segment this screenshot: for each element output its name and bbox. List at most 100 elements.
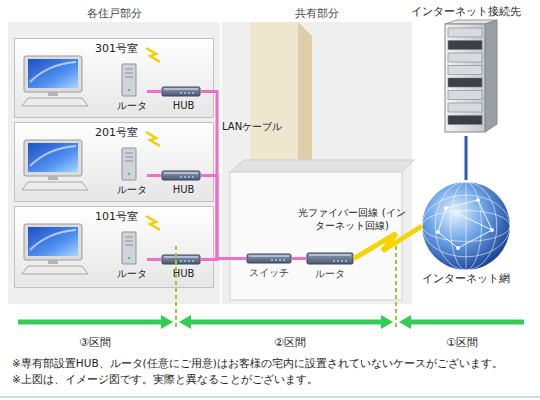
- router-device: ルータ: [111, 231, 147, 279]
- fiber-line: [354, 226, 422, 259]
- pc-illustration: [22, 132, 160, 190]
- server-rack: インターネット接続先: [409, 4, 523, 136]
- room-box: 301号室ルータHUB: [14, 38, 214, 118]
- internet-globe: インターネット網: [420, 180, 512, 292]
- area-heading: 101号室: [15, 207, 213, 223]
- device-led: [333, 260, 335, 262]
- device-led: [180, 260, 182, 262]
- device-highlight: [249, 255, 289, 257]
- device-led: [192, 176, 194, 178]
- device-body: [247, 254, 291, 263]
- device-led: [184, 92, 186, 94]
- section-label: ③区間: [55, 336, 135, 350]
- network-point: [456, 246, 460, 250]
- globe-meridian: [435, 182, 497, 270]
- lan-cable: [201, 92, 246, 259]
- rack-unit: [448, 116, 482, 125]
- device-highlight: [164, 256, 198, 258]
- area-band: 共有部分スイッチルータ: [222, 4, 412, 304]
- hub-device: HUB: [161, 85, 201, 113]
- network-lines: [438, 200, 492, 248]
- room-box: 101号室ルータ HUB: [14, 206, 214, 288]
- device-slot: [125, 161, 133, 162]
- section-bar: [409, 320, 524, 325]
- device-highlight: [164, 172, 198, 174]
- rack-unit: [448, 103, 482, 112]
- switch-device-shape: [246, 252, 292, 264]
- hub-device-shape: [161, 169, 201, 181]
- device-led: [184, 260, 186, 262]
- router-device-shape: [111, 147, 147, 181]
- device-body: [307, 253, 353, 264]
- section-arrowhead: [399, 315, 411, 329]
- network-point: [476, 198, 480, 202]
- device-label: インターネット網: [420, 272, 512, 285]
- lan-cable: [292, 257, 306, 260]
- lan-cable: [201, 176, 246, 259]
- router-device-shape: [306, 251, 354, 265]
- device-led: [283, 259, 285, 261]
- device-label: インターネット接続先: [409, 4, 523, 18]
- rack-unit: [448, 28, 482, 37]
- device-body: [162, 255, 200, 264]
- device-body: [162, 87, 200, 96]
- device-slot: [125, 77, 133, 78]
- shared-room: [230, 172, 402, 300]
- device-label: HUB: [161, 181, 201, 196]
- device-led: [279, 259, 281, 261]
- rack-unit: [448, 66, 482, 75]
- router-device: ルータ: [306, 251, 354, 283]
- router-device-shape: [111, 231, 147, 265]
- device-led: [188, 260, 190, 262]
- building-slab-side: [298, 22, 312, 172]
- device-led: [275, 259, 277, 261]
- network-point: [444, 206, 448, 210]
- rack-front: [445, 24, 485, 132]
- line-label: 光ファイバー回線 (インターネット回線): [296, 206, 408, 232]
- device-label: HUB: [161, 265, 201, 280]
- section-arrowhead: [381, 315, 393, 329]
- router-device: ルータ: [111, 63, 147, 111]
- rack-unit: [448, 91, 482, 100]
- device-led: [192, 260, 194, 262]
- room-box: 201号室ルータ HUB: [14, 122, 214, 202]
- hub-device-shape: [161, 85, 201, 97]
- area-heading: 201号室: [15, 123, 213, 139]
- rack-unit: [448, 41, 482, 50]
- device-body: [122, 232, 136, 264]
- section-bar: [18, 320, 163, 325]
- area-panel: [8, 22, 220, 304]
- device-slot: [125, 241, 133, 242]
- rack-side: [485, 20, 497, 132]
- device-label: ルータ: [306, 265, 354, 280]
- router-device: ルータ: [111, 147, 147, 195]
- section-label: ②区間: [250, 336, 330, 350]
- building-roof: [230, 160, 414, 172]
- lan-cable: [147, 258, 161, 261]
- device-label: ルータ: [111, 97, 147, 112]
- building-slab: [250, 22, 298, 172]
- device-led: [128, 89, 130, 91]
- device-led: [341, 260, 343, 262]
- device-led: [128, 257, 130, 259]
- section-arrowhead: [179, 315, 191, 329]
- device-led: [188, 92, 190, 94]
- switch-device: スイッチ: [246, 252, 292, 282]
- section-divider: [395, 246, 397, 330]
- device-led: [128, 173, 130, 175]
- device-slot: [125, 153, 133, 154]
- area-band: 各住戸部分301号室ルータHUB201号室ルータHUB101号室ルータHUB: [8, 4, 220, 304]
- rack-unit: [448, 78, 482, 87]
- device-slot: [125, 73, 133, 74]
- lan-cable: [201, 259, 246, 260]
- device-label: ルータ: [111, 265, 147, 280]
- line-label: LANケーブル: [222, 120, 312, 133]
- device-highlight: [309, 254, 351, 256]
- device-label: スイッチ: [246, 264, 292, 279]
- section-divider: [175, 246, 177, 330]
- device-led: [180, 176, 182, 178]
- device-body: [162, 171, 200, 180]
- section-arrowhead: [161, 315, 173, 329]
- globe-meridian: [451, 182, 482, 270]
